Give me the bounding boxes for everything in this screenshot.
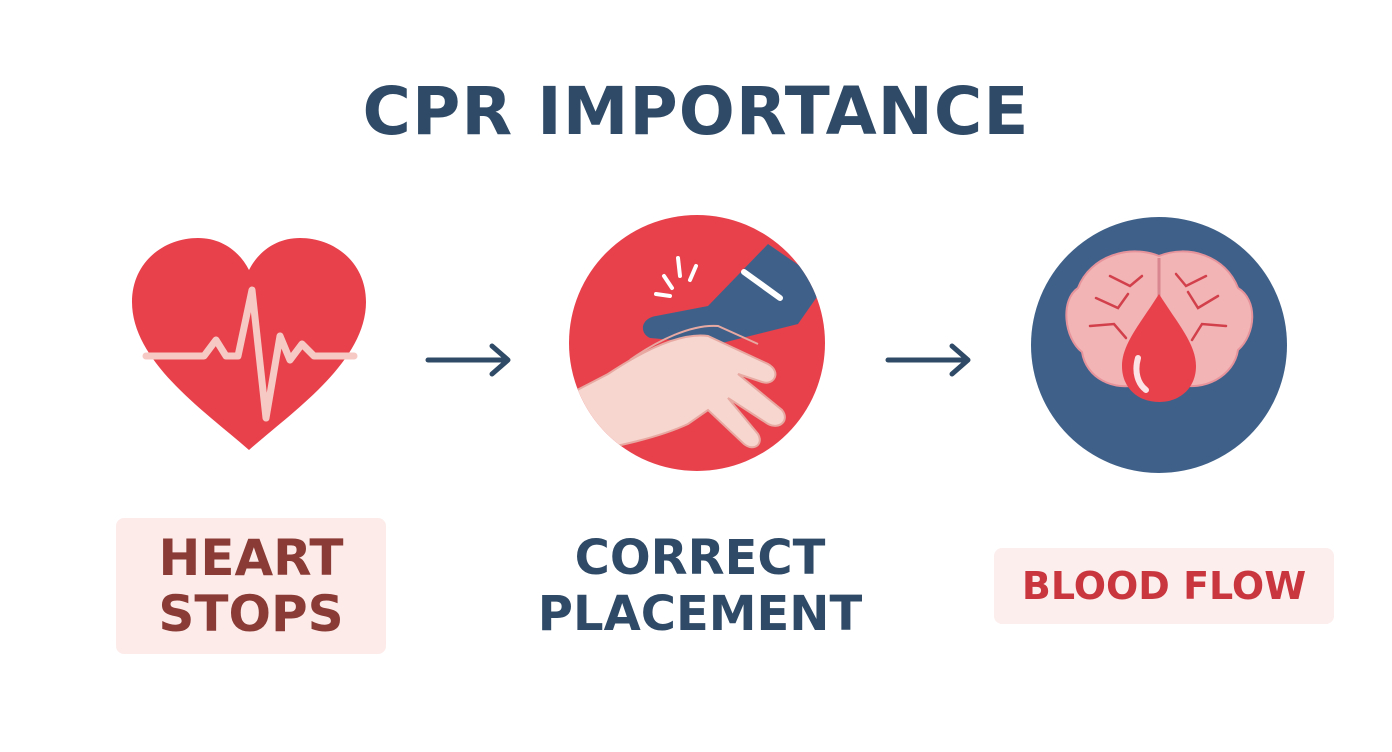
label-line: BLOOD FLOW xyxy=(1021,564,1307,608)
heart-icon xyxy=(126,232,372,458)
step-label-heart-stops: HEART STOPS xyxy=(116,518,386,654)
hands-icon xyxy=(568,214,826,472)
page-title: CPR IMPORTANCE xyxy=(362,73,1030,150)
label-line: PLACEMENT xyxy=(537,586,863,642)
brain-blood-drop-icon xyxy=(1030,216,1288,474)
label-line: STOPS xyxy=(158,585,344,643)
arrow-right-icon xyxy=(884,340,976,380)
step-label-blood-flow: BLOOD FLOW xyxy=(994,548,1334,624)
label-line: CORRECT xyxy=(574,530,826,586)
label-line: HEART xyxy=(158,529,344,587)
arrow-right-icon xyxy=(424,340,516,380)
step-label-correct-placement: CORRECT PLACEMENT xyxy=(510,526,890,646)
